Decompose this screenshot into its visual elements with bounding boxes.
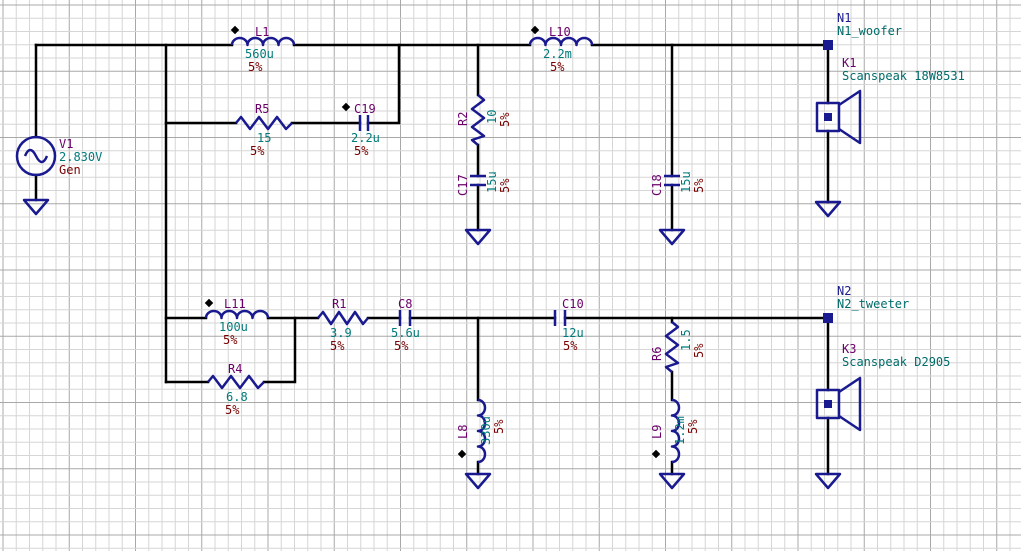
ground-k1-icon [814,200,842,218]
c18-value-label: 15u [679,171,693,193]
l11-tol-label: 5% [223,333,238,347]
l1-tol-label: 5% [248,60,263,74]
v1-source-symbol[interactable] [15,135,57,177]
r1-tol-label: 5% [330,339,345,353]
n2-name-label: N2_tweeter [837,297,909,311]
r4-tol-label: 5% [225,403,240,417]
r6-tol-label: 5% [692,343,706,358]
k3-model-label: Scanspeak D2905 [842,355,950,369]
l10-inductor-symbol[interactable] [528,36,594,47]
c19-tol-label: 5% [354,144,369,158]
n1-node-marker[interactable] [823,40,833,50]
c8-tol-label: 5% [394,339,409,353]
c17-capacitor-symbol[interactable] [470,174,486,187]
r1-resistor-symbol[interactable] [317,310,369,326]
c8-value-label: 5.6u [391,326,420,340]
l10-tol-label: 5% [550,60,565,74]
c19-ref-label: C19 [354,102,376,116]
wire-r5-branch[interactable] [164,43,401,125]
ground-l8-icon [464,472,492,490]
l10-ref-label: L10 [549,25,571,39]
r5-value-label: 15 [257,131,271,145]
l1-value-label: 560u [245,47,274,61]
l9-tol-label: 5% [686,419,700,434]
l10-value-label: 2.2m [543,47,572,61]
k1-model-label: Scanspeak 18W8531 [842,69,965,83]
v1-value-label: 2.830V [59,150,102,164]
c18-ref-label: C18 [650,174,664,196]
k3-speaker-symbol[interactable] [815,376,862,432]
r4-ref-label: R4 [228,362,242,376]
r2-resistor-symbol[interactable] [470,94,486,146]
r2-ref-label: R2 [456,112,470,126]
n1-id-label: N1 [837,11,851,25]
c17-ref-label: C17 [456,174,470,196]
c18-capacitor-symbol[interactable] [664,174,680,187]
c8-ref-label: C8 [398,297,412,311]
l1-inductor-symbol[interactable] [230,36,296,47]
l9-value-label: 1.2m [673,416,687,445]
n2-node-marker[interactable] [823,313,833,323]
l11-inductor-symbol[interactable] [204,309,270,320]
c19-capacitor-symbol[interactable] [358,115,370,131]
n2-id-label: N2 [837,284,851,298]
c17-tol-label: 5% [498,178,512,193]
c18-tol-label: 5% [692,178,706,193]
c19-value-label: 2.2u [351,131,380,145]
l9-ref-label: L9 [650,425,664,439]
l1-ref-label: L1 [255,25,269,39]
r6-resistor-symbol[interactable] [664,321,680,373]
c10-capacitor-symbol[interactable] [553,310,567,326]
ground-k3-icon [814,472,842,490]
k1-speaker-symbol[interactable] [815,89,862,145]
wires [34,43,830,476]
r6-value-label: 1.5 [679,329,693,351]
components [15,25,862,490]
ground-c18-icon [658,228,686,246]
r5-ref-label: R5 [255,102,269,116]
polarity-dots [204,25,661,459]
n1-name-label: N1_woofer [837,24,902,38]
labels: V1 2.830V Gen L1 560u 5% L10 2.2m 5% R5 … [59,11,965,445]
r6-ref-label: R6 [650,347,664,361]
r4-resistor-symbol[interactable] [207,374,265,390]
l8-ref-label: L8 [456,425,470,439]
c10-tol-label: 5% [563,339,578,353]
c10-value-label: 12u [562,326,584,340]
v1-desc-label: Gen [59,163,81,177]
v1-ref-label: V1 [59,137,73,151]
r2-value-label: 10 [485,110,499,124]
r5-resistor-symbol[interactable] [235,115,293,131]
ground-v1-icon [22,198,50,216]
wire-r4-branch[interactable] [164,316,297,384]
k1-ref-label: K1 [842,56,856,70]
ground-c17-icon [464,228,492,246]
r5-tol-label: 5% [250,144,265,158]
l9-inductor-symbol[interactable] [670,398,681,464]
k3-ref-label: K3 [842,342,856,356]
ground-l9-icon [658,472,686,490]
c10-ref-label: C10 [562,297,584,311]
r4-value-label: 6.8 [226,390,248,404]
c8-capacitor-symbol[interactable] [398,310,412,326]
l11-value-label: 100u [219,320,248,334]
r1-ref-label: R1 [332,297,346,311]
l8-inductor-symbol[interactable] [476,398,487,464]
l8-tol-label: 5% [492,419,506,434]
l8-value-label: 330u [479,416,493,445]
r2-tol-label: 5% [498,112,512,127]
r1-value-label: 3.9 [330,326,352,340]
c17-value-label: 15u [485,171,499,193]
l11-ref-label: L11 [224,297,246,311]
